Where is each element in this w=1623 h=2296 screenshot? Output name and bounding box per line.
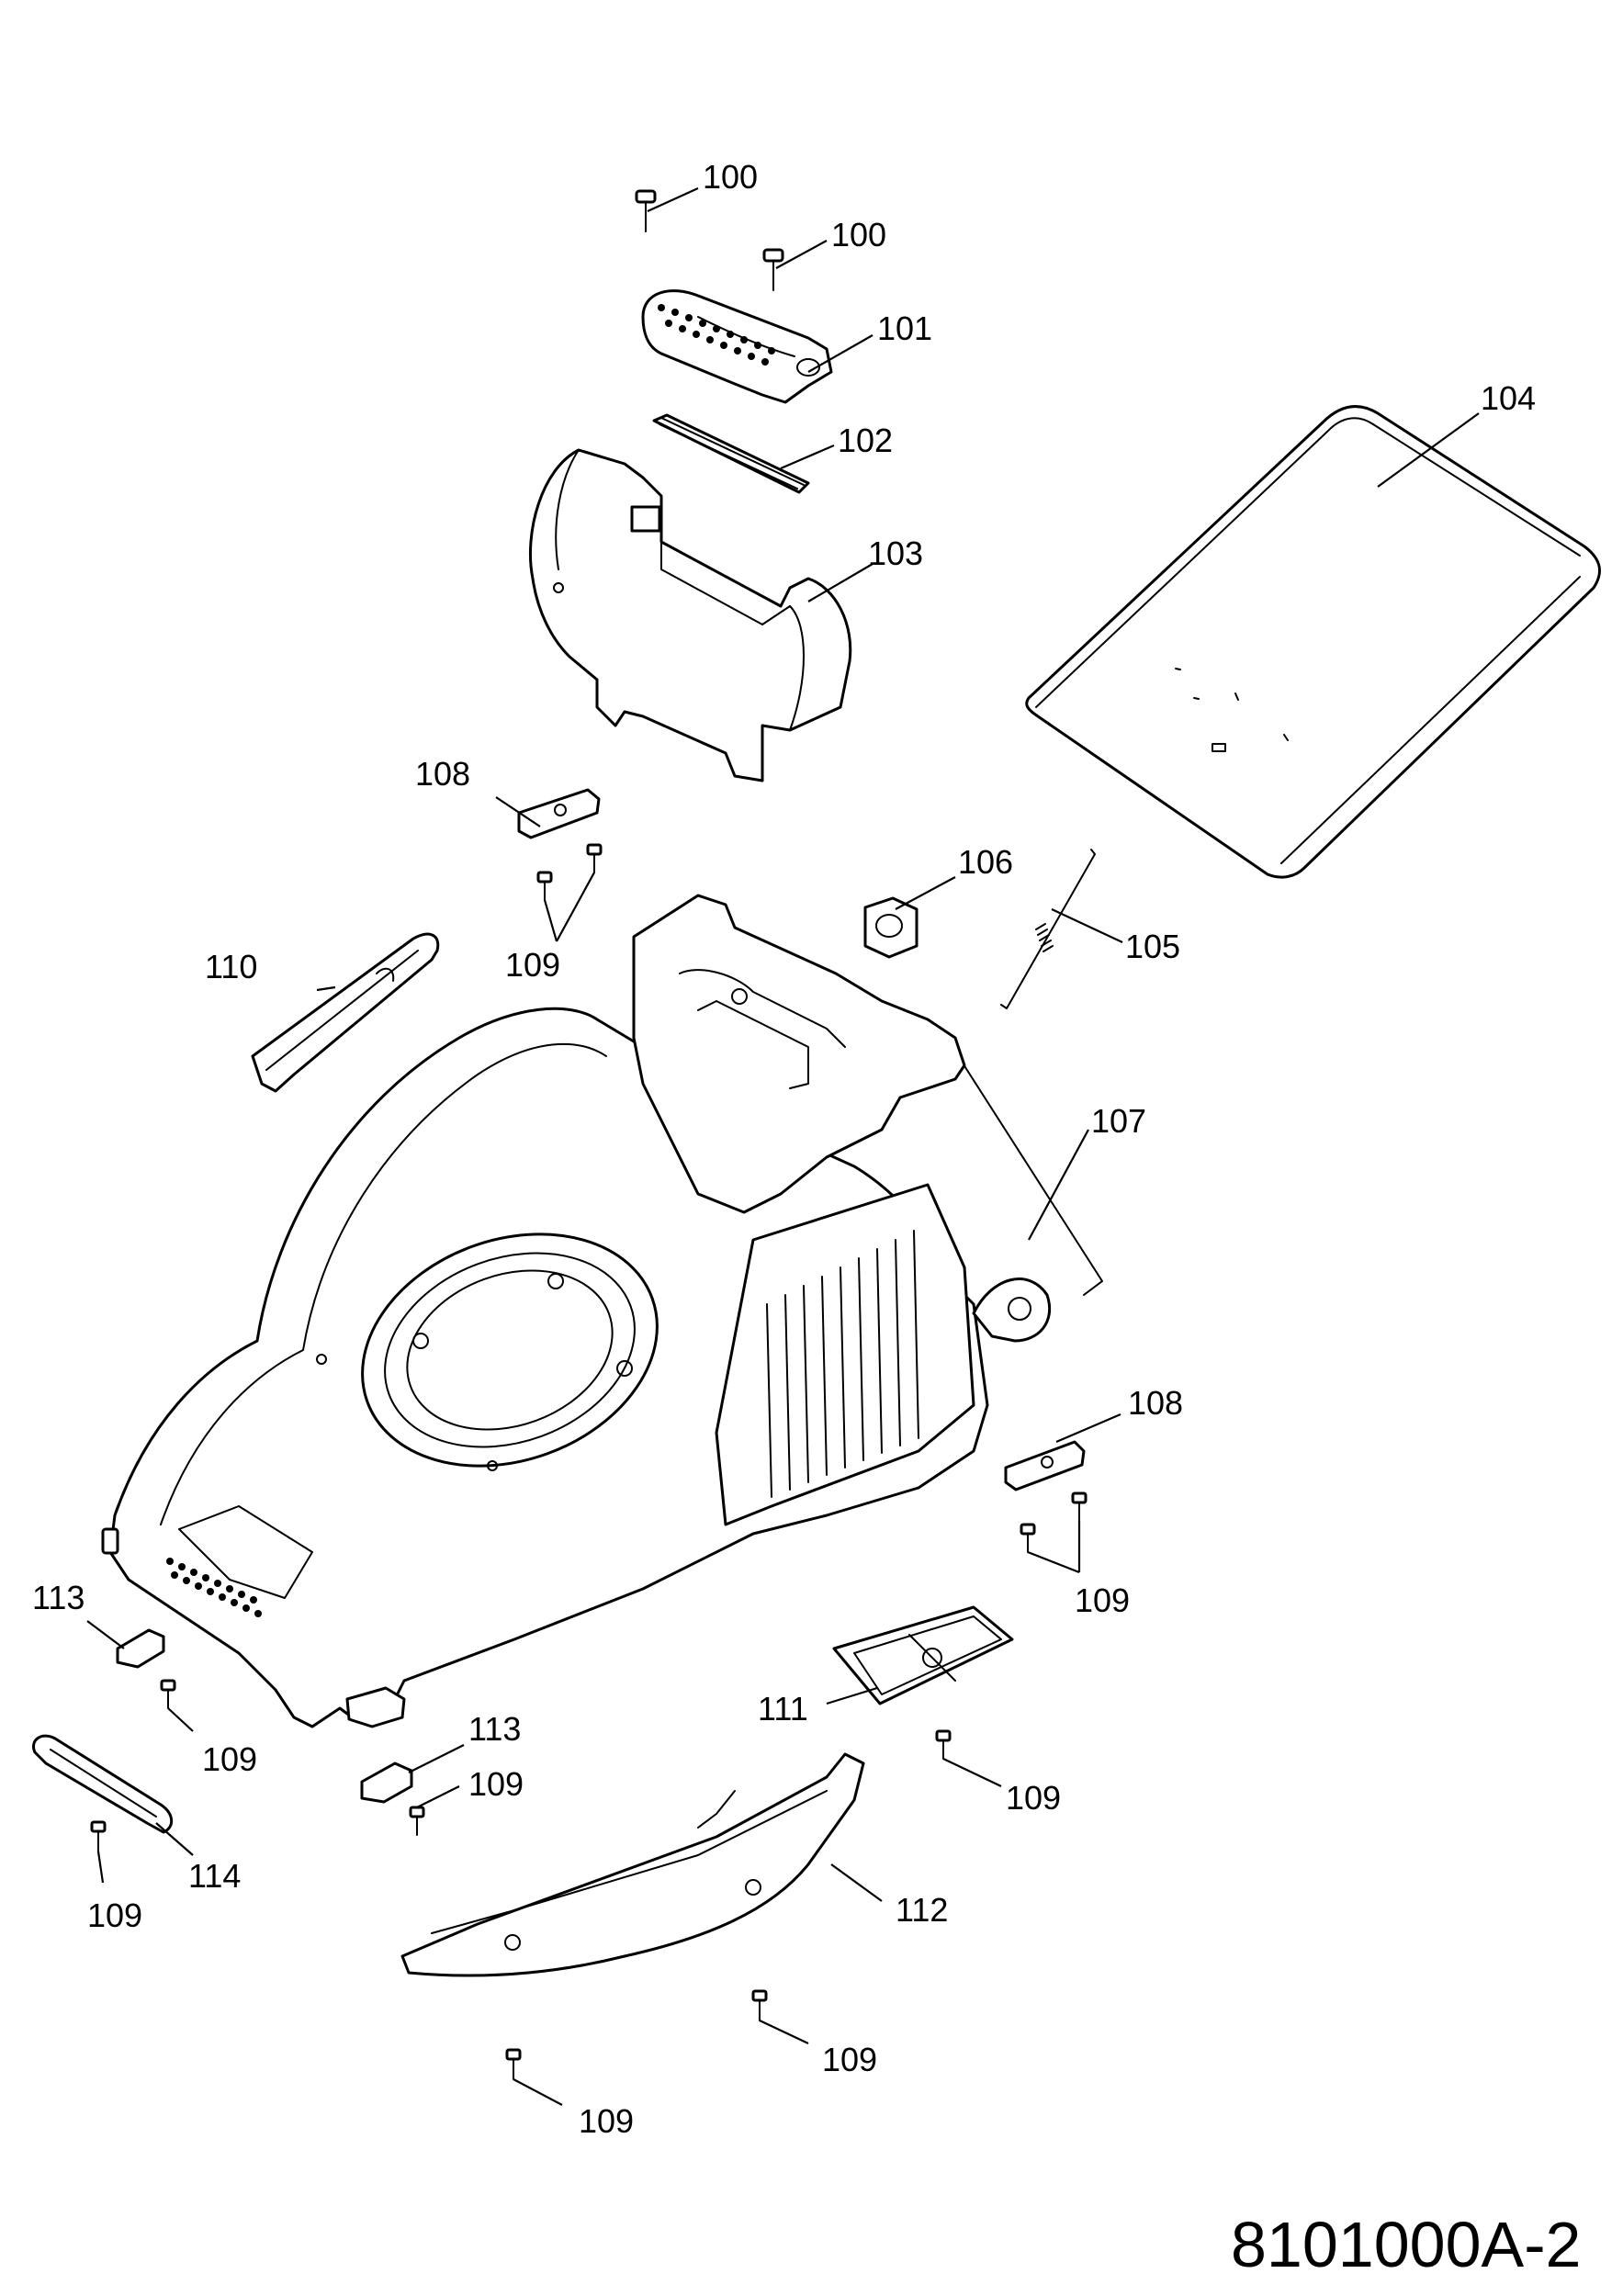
callout-113-right: 113 [468,1710,521,1748]
callout-labels: 100 100 101 102 103 104 105 106 107 108 … [32,158,1536,2140]
callout-107: 107 [1091,1102,1146,1140]
screw-109-c [160,1679,176,1709]
vent-slots [766,1230,919,1498]
rod-part-107 [954,1051,1103,1296]
callout-100-lower: 100 [831,216,886,253]
side-handle-part-114 [32,1734,174,1834]
clip-part-113-left [116,1628,165,1669]
callout-111: 111 [758,1690,808,1728]
callout-110: 110 [205,948,257,985]
callout-109-g: 109 [822,2041,877,2078]
handle-cover-part-101 [641,289,833,404]
clip-part-108-upper [517,788,601,839]
screw-109-d [409,1806,425,1836]
callout-108-lower: 108 [1128,1384,1183,1422]
grass-bag-lid-part-104 [1025,405,1602,879]
leader-lines [86,186,1480,2106]
screw-100-upper [635,189,657,232]
callout-101: 101 [877,310,932,347]
rear-cover-part-103 [528,448,852,782]
screw-100-lower [762,248,784,291]
screw-109-g [751,1989,768,2021]
callout-105: 105 [1125,928,1180,965]
front-grill-dots [166,1558,262,1617]
callout-103: 103 [868,535,923,572]
callout-102: 102 [838,422,893,459]
bushing-part-106 [863,896,919,959]
callout-109-a: 109 [505,946,560,984]
callout-104: 104 [1481,379,1536,417]
callout-109-d: 109 [468,1765,524,1803]
callout-106: 106 [958,843,1013,881]
screw-109-e [935,1729,952,1760]
callout-109-h: 109 [579,2102,634,2140]
callout-109-c: 109 [202,1740,257,1778]
callout-109-f: 109 [87,1896,142,1934]
screw-109-group-b [1020,1491,1088,1553]
callout-108-upper: 108 [415,755,470,793]
clip-part-113-right [360,1761,413,1804]
callout-109-b: 109 [1075,1581,1130,1619]
callout-113-left: 113 [32,1579,85,1616]
screw-109-f [90,1820,107,1852]
diagram-code: 8101000A-2 [1231,2209,1581,2280]
mower-deck-housing [101,894,1052,1728]
callout-109-e: 109 [1006,1779,1061,1817]
screw-109-group-a [536,843,603,901]
spring-part-105 [1000,849,1096,1009]
deflector-part-112 [400,1752,865,1977]
screw-109-h [505,2048,522,2080]
filter-part-111 [832,1605,1014,1705]
callout-112: 112 [896,1891,948,1929]
side-cover-part-110 [251,932,440,1093]
callout-100-upper: 100 [703,158,758,196]
strip-part-102 [652,413,810,494]
clip-part-108-lower [1004,1440,1086,1491]
callout-114: 114 [188,1857,241,1895]
